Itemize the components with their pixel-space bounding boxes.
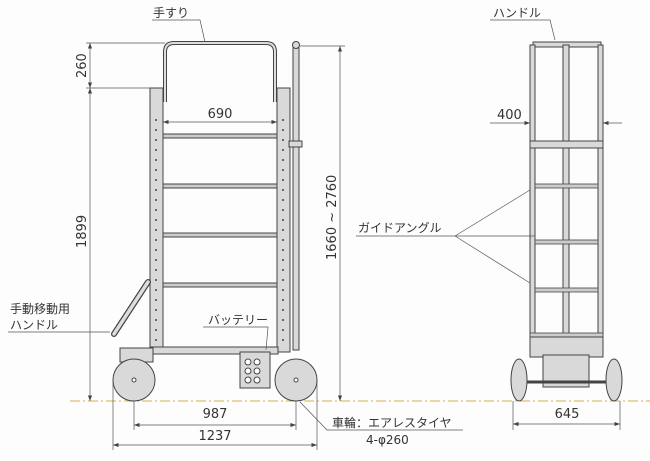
column-hole xyxy=(155,139,157,141)
dim-wheelbase: 987 xyxy=(203,407,228,422)
label-battery: バッテリー xyxy=(208,313,268,327)
column-hole xyxy=(155,159,157,161)
column-hole xyxy=(282,309,284,311)
column-holes xyxy=(155,119,284,341)
right-wheel xyxy=(605,358,623,402)
label-manual-handle-1: 手動移動用 xyxy=(10,302,70,316)
column-hole xyxy=(282,319,284,321)
label-guide-angle: ガイドアングル xyxy=(358,221,442,235)
dim-handrail-height: 260 xyxy=(75,53,90,78)
base-frame xyxy=(529,336,604,358)
front-view: 400 645 ハンドル ガイドアングル xyxy=(356,6,623,430)
column-hole xyxy=(155,129,157,131)
dim-overall-length: 1237 xyxy=(198,429,231,444)
column-hole xyxy=(282,229,284,231)
column-hole xyxy=(282,159,284,161)
column-hole xyxy=(155,279,157,281)
column-hole xyxy=(282,119,284,121)
column-hole xyxy=(282,239,284,241)
dim-total-height: 1660 ~ 2760 xyxy=(325,175,340,260)
column-hole xyxy=(282,249,284,251)
column-hole xyxy=(155,119,157,121)
column-hole xyxy=(155,189,157,191)
column-hole xyxy=(282,189,284,191)
label-wheel-size: 4-φ260 xyxy=(366,433,409,447)
column-hole xyxy=(155,309,157,311)
column-hole xyxy=(282,169,284,171)
column-hole xyxy=(282,329,284,331)
column-hole xyxy=(155,329,157,331)
label-handle: ハンドル xyxy=(493,6,541,20)
dim-overall-width: 645 xyxy=(555,407,580,422)
column-hole xyxy=(155,299,157,301)
column-hole xyxy=(282,199,284,201)
column-hole xyxy=(282,219,284,221)
column-hole xyxy=(155,339,157,341)
column-hole xyxy=(282,289,284,291)
column-hole xyxy=(155,249,157,251)
battery-cells xyxy=(244,358,261,384)
column-hole xyxy=(155,149,157,151)
pole-knob xyxy=(292,41,300,49)
column-hole xyxy=(282,279,284,281)
center-mast xyxy=(562,44,570,346)
column-hole xyxy=(155,169,157,171)
pole xyxy=(292,45,300,351)
column-hole xyxy=(155,179,157,181)
column-hole xyxy=(282,149,284,151)
dim-front-inner-width: 400 xyxy=(497,108,522,123)
label-handrail: 手すり xyxy=(153,6,189,20)
column-hole xyxy=(155,239,157,241)
column-hole xyxy=(282,259,284,261)
column-hole xyxy=(282,339,284,341)
column-hole xyxy=(282,299,284,301)
column-hole xyxy=(155,259,157,261)
column-hole xyxy=(155,289,157,291)
left-rail xyxy=(529,44,536,338)
column-hole xyxy=(282,269,284,271)
left-wheel xyxy=(510,358,528,402)
column-hole xyxy=(282,139,284,141)
column-hole xyxy=(155,219,157,221)
side-view: 260 1899 690 1660 ~ 2760 987 1237 手すり 手動… xyxy=(8,6,463,450)
pole-clamp xyxy=(288,140,303,148)
label-wheel: 車輪：エアレスタイヤ xyxy=(332,415,452,430)
column-hole xyxy=(155,319,157,321)
dim-inner-width: 690 xyxy=(208,107,233,122)
rungs xyxy=(162,133,278,288)
label-manual-handle-2: ハンドル xyxy=(10,318,58,332)
column-hole xyxy=(282,179,284,181)
dim-frame-height: 1899 xyxy=(75,215,90,248)
column-hole xyxy=(155,209,157,211)
right-rail xyxy=(597,44,604,338)
column-hole xyxy=(282,209,284,211)
column-hole xyxy=(282,129,284,131)
handrail xyxy=(163,41,277,102)
top-crossbar xyxy=(529,140,604,149)
column-hole xyxy=(155,269,157,271)
column-hole xyxy=(155,199,157,201)
column-hole xyxy=(155,229,157,231)
